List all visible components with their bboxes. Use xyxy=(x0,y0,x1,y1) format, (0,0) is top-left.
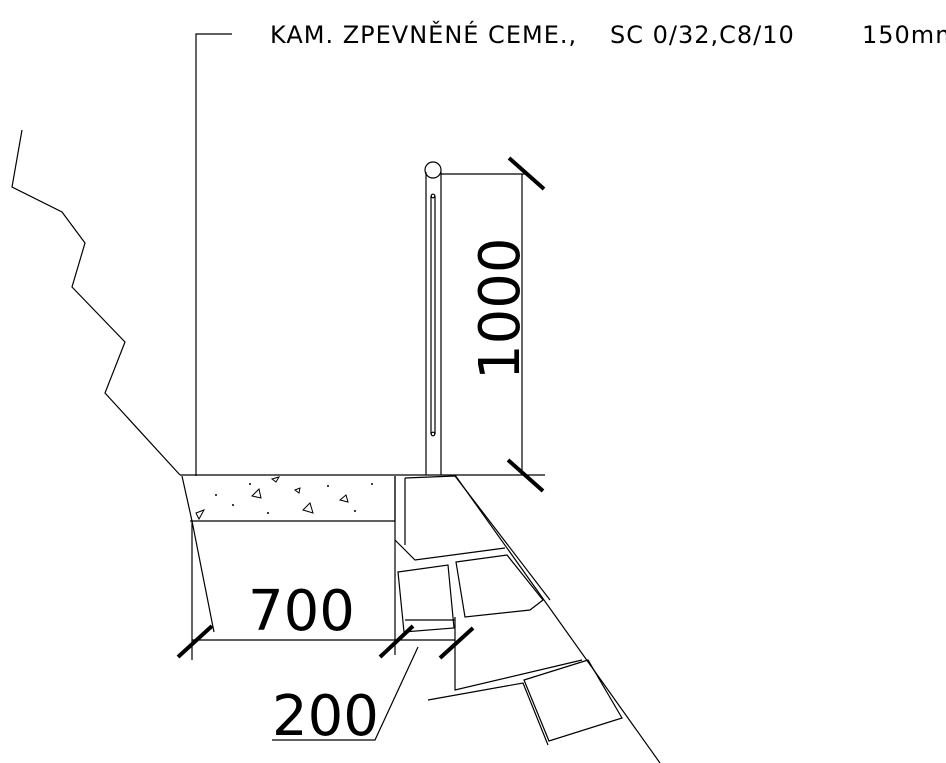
tick-700-left xyxy=(176,624,214,659)
stone-slab-3 xyxy=(455,554,544,618)
aggregate-mark xyxy=(338,494,349,503)
aggregate-mark xyxy=(270,476,281,483)
aggregate-mark xyxy=(302,502,314,514)
railing-inner-slot xyxy=(430,196,436,434)
aggregate-dot xyxy=(371,483,373,485)
stone-slab-1 xyxy=(394,539,506,561)
stone-slab-4 xyxy=(454,617,583,691)
terrain-breakline xyxy=(11,129,181,476)
aggregate-mark xyxy=(293,487,301,494)
aggregate-dot xyxy=(267,512,269,514)
tick-1000-bottom xyxy=(506,458,545,493)
annotation-thickness: 150mm xyxy=(862,21,946,49)
railing-bolt-bottom xyxy=(430,431,436,437)
aggregate-dot xyxy=(327,485,329,487)
railing-bolt-top xyxy=(430,193,436,199)
aggregate-dot xyxy=(354,510,356,512)
annotation-spec: SC 0/32,C8/10 xyxy=(610,21,795,49)
stone-slab-2 xyxy=(397,564,455,633)
foundation-left-face xyxy=(191,520,215,633)
tick-1000-top xyxy=(507,156,546,191)
aggregate-mark xyxy=(195,509,206,521)
aggregate-dot xyxy=(249,483,251,485)
tick-200-right xyxy=(438,626,475,660)
concrete-left-edge xyxy=(181,475,193,522)
slope-line-outer xyxy=(454,474,661,763)
dim-700-text: 700 xyxy=(248,579,355,644)
concrete-layer-outline xyxy=(190,476,396,522)
annotation-leader-line xyxy=(195,33,232,476)
aggregate-dot xyxy=(232,504,234,506)
aggregate-mark xyxy=(251,488,262,499)
railing-top-cap xyxy=(424,161,442,179)
dim-200-text: 200 xyxy=(272,684,379,749)
tick-700-right xyxy=(378,624,415,659)
aggregate-dot xyxy=(215,494,217,496)
annotation-material: KAM. ZPEVNĚNÉ CEME., xyxy=(270,20,577,49)
stone-slab-6 xyxy=(523,659,623,742)
stone-slab-5 xyxy=(427,682,549,746)
dim-200-leader xyxy=(272,646,419,741)
dim-1000-text: 1000 xyxy=(468,237,533,380)
slope-line-inner xyxy=(404,475,551,601)
railing-post xyxy=(425,172,442,475)
